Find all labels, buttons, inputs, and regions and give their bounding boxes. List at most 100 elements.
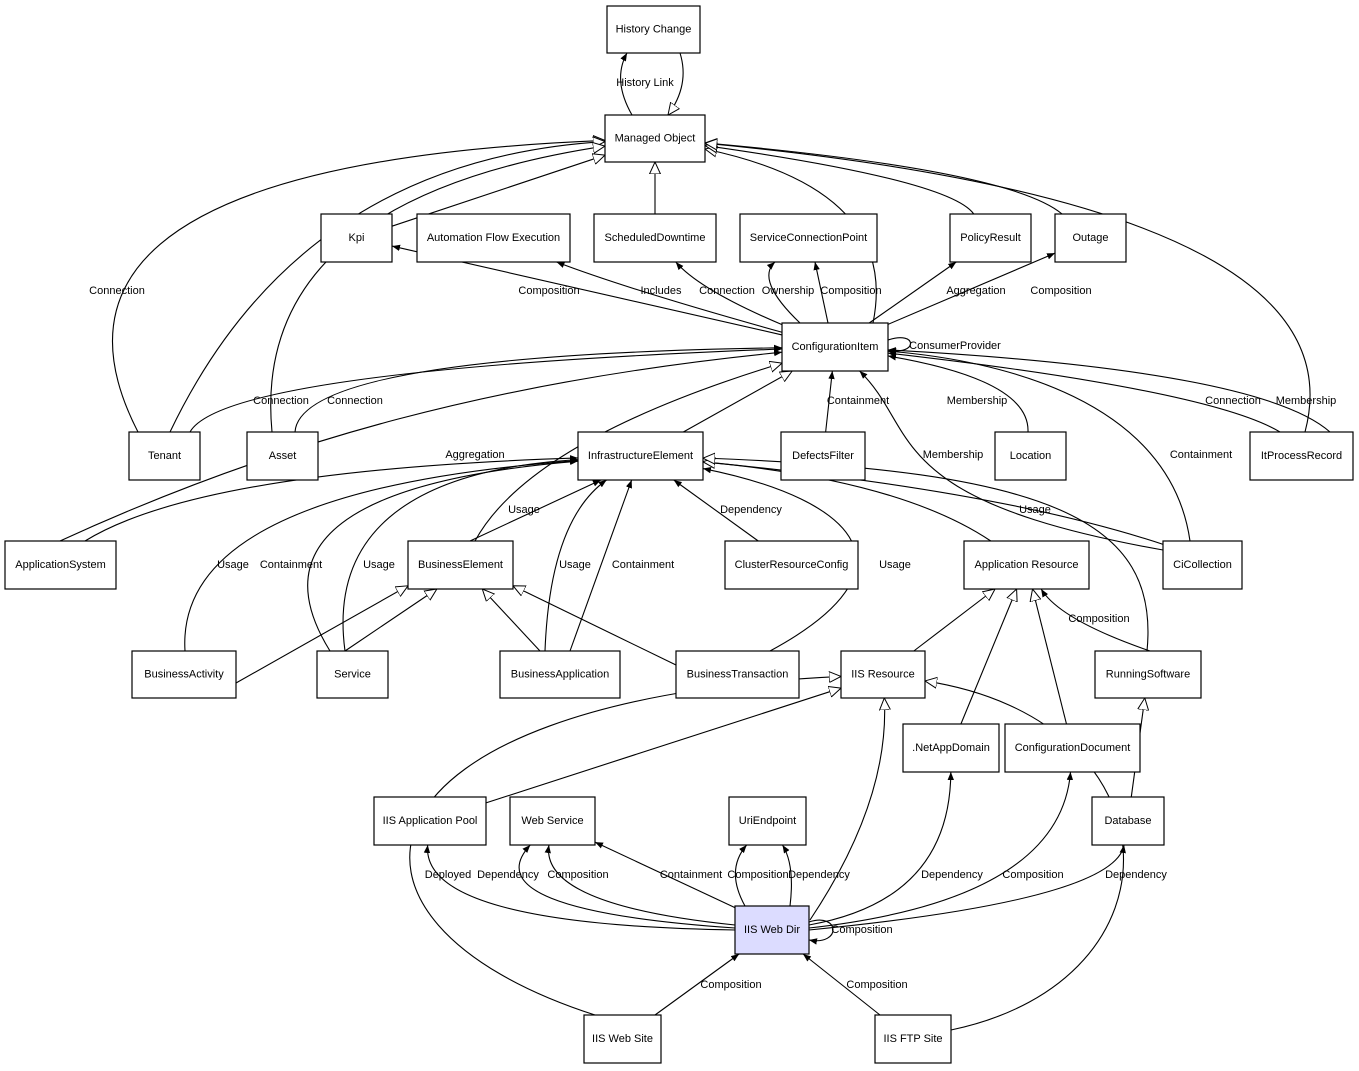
edge-configurationitem-to-managed-object [705,149,877,324]
edge-label: Deployed [425,869,471,881]
inheritance-arrow [705,149,877,324]
inheritance-arrow [960,589,1017,725]
association-arrow [887,347,1331,433]
inheritance-arrow [235,586,408,684]
node-label: IIS Web Dir [744,924,800,936]
node-scheduleddowntime[interactable]: ScheduledDowntime [593,213,717,263]
edge-cicollection-to-configurationitem [859,370,1164,551]
node-box [407,540,514,590]
node-box [316,650,389,699]
inheritance-arrow [111,140,605,433]
node-box [606,5,701,54]
node-policyresult[interactable]: PolicyResult [949,213,1032,263]
edge-applicationsystem-to-configurationitem [59,349,783,542]
node-history-change[interactable]: History Change [606,5,701,54]
edge-configurationitem-to-serviceconnectionpoint [766,261,801,324]
node-iis-web-site[interactable]: IIS Web Site [583,1014,662,1064]
node-cicollection[interactable]: CiCollection [1162,540,1243,590]
node-iis-web-dir[interactable]: IIS Web Dir [734,905,810,955]
edge-businessactivity-to-infrastructureelement [184,457,579,652]
edge-label: ConsumerProvider [909,340,1001,352]
node-serviceconnectionpoint[interactable]: ServiceConnectionPoint [739,213,878,263]
edge-label: Composition [518,285,579,297]
node-box [963,540,1090,590]
node-businesstransaction[interactable]: BusinessTransaction [675,650,800,699]
node-box [1162,540,1243,590]
association-arrow [887,348,1191,542]
node-box [131,650,237,699]
node-applicationsystem[interactable]: ApplicationSystem [4,540,117,590]
edge-iis-web-site-to-iis-web-dir [654,953,740,1016]
node-automation-flow-execution[interactable]: Automation Flow Execution [416,213,571,263]
edge-iis-resource-to-application-resource [913,589,995,652]
node-label: Location [1010,450,1052,462]
node-location[interactable]: Location [994,431,1067,481]
association-arrow [654,953,740,1016]
inheritance-arrow [344,589,437,652]
node-configurationitem[interactable]: ConfigurationItem [781,322,889,372]
node-box [675,650,800,699]
node-label: IIS Web Site [592,1033,653,1045]
node-clusterresourceconfig[interactable]: ClusterResourceConfig [724,540,859,590]
association-arrow [808,919,834,945]
edge-label: Containment [1170,449,1232,461]
association-arrow [887,252,1056,325]
edge-service-to-infrastructureelement [342,456,579,652]
edge-iis-web-dir-to-database [808,844,1126,931]
node-tenant[interactable]: Tenant [128,431,201,481]
node-box [1004,723,1141,773]
edge-iis-ftp-site-to-iis-web-dir [802,953,881,1016]
node-label: ConfigurationItem [792,341,879,353]
node-label: UriEndpoint [739,815,796,827]
node-database[interactable]: Database [1091,796,1165,846]
node-configurationdocument[interactable]: ConfigurationDocument [1004,723,1141,773]
edge-iis-web-dir-to-netappdomain [808,771,954,926]
node-box [1091,796,1165,846]
node-itprocessrecord[interactable]: ItProcessRecord [1249,431,1354,481]
edge-configurationitem-to-automation-flow-execution [556,261,783,333]
node-label: BusinessElement [418,559,503,571]
node-infrastructureelement[interactable]: InfrastructureElement [577,431,704,481]
node-box [604,114,706,163]
node-box [781,322,889,372]
node-businesselement[interactable]: BusinessElement [407,540,514,590]
edge-defectsfilter-to-configurationitem [825,370,835,433]
association-arrow [556,261,783,333]
node-uriendpoint[interactable]: UriEndpoint [728,796,807,846]
edge-label: Usage [1019,504,1051,516]
node-box [902,723,1000,773]
node-defectsfilter[interactable]: DefectsFilter [780,431,866,481]
edge-label: Ownership [762,285,815,297]
node-box [1249,431,1354,481]
edge-label: Usage [217,559,249,571]
inheritance-arrow [409,676,841,1016]
edge-iis-web-dir-to-iis-application-pool [423,844,736,931]
association-arrow [887,337,912,355]
node-managed-object[interactable]: Managed Object [604,114,706,163]
node-service[interactable]: Service [316,650,389,699]
node-iis-application-pool[interactable]: IIS Application Pool [373,796,487,846]
node-label: ClusterResourceConfig [735,559,849,571]
node-businessapplication[interactable]: BusinessApplication [499,650,621,699]
node-iis-resource[interactable]: IIS Resource [840,650,926,699]
association-arrow [859,370,1164,551]
node-application-resource[interactable]: Application Resource [963,540,1090,590]
node-web-service[interactable]: Web Service [509,796,596,846]
edge-configurationdocument-to-application-resource [1033,589,1068,725]
association-arrow [675,261,783,326]
edge-location-to-configurationitem [887,354,1029,433]
association-arrow [469,479,602,542]
association-arrow [887,350,1281,433]
node-businessactivity[interactable]: BusinessActivity [131,650,237,699]
node-runningsoftware[interactable]: RunningSoftware [1094,650,1202,699]
edge-cicollection-to-configurationitem [887,348,1191,542]
node-kpi[interactable]: Kpi [320,213,393,263]
edge-label: Connection [699,285,755,297]
node-label: IIS Application Pool [383,815,478,827]
node-netappdomain[interactable]: .NetAppDomain [902,723,1000,773]
node-iis-ftp-site[interactable]: IIS FTP Site [874,1014,952,1064]
edge-businessapplication-to-businesselement [482,589,541,652]
node-outage[interactable]: Outage [1054,213,1127,263]
node-asset[interactable]: Asset [246,431,319,481]
edge-iis-application-pool-to-iis-resource [485,688,841,804]
